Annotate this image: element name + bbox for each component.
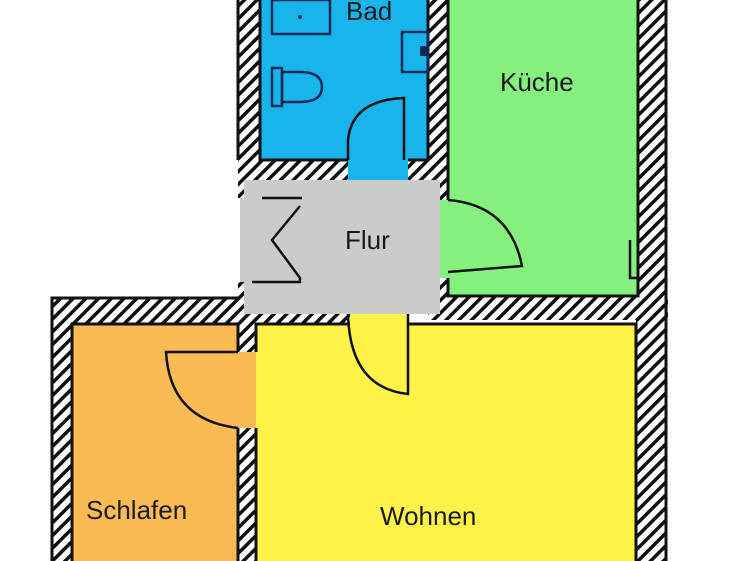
label-flur: Flur: [345, 225, 390, 255]
toilet-icon: [280, 70, 324, 104]
room-bad: [260, 0, 428, 160]
room-labels: Bad Küche Flur Schlafen Wohnen: [86, 0, 574, 531]
walls: [52, 0, 668, 561]
bathroom-fixtures: [270, 0, 430, 160]
door-flur-entrance: [252, 196, 302, 284]
label-bad: Bad: [346, 0, 392, 26]
door-schlafen: [164, 350, 239, 430]
shower-icon: [270, 0, 332, 36]
doors: [164, 196, 638, 430]
room-kueche: [448, 0, 638, 296]
room-flur: [244, 180, 440, 314]
door-kueche: [447, 198, 524, 274]
room-wohnen: [256, 324, 636, 561]
label-schlafen: Schlafen: [86, 495, 187, 525]
label-kueche: Küche: [500, 67, 574, 97]
wall-outlines: [50, 0, 668, 561]
room-schlafen: [72, 324, 238, 561]
label-wohnen: Wohnen: [380, 501, 476, 531]
door-wohnen: [346, 313, 410, 396]
